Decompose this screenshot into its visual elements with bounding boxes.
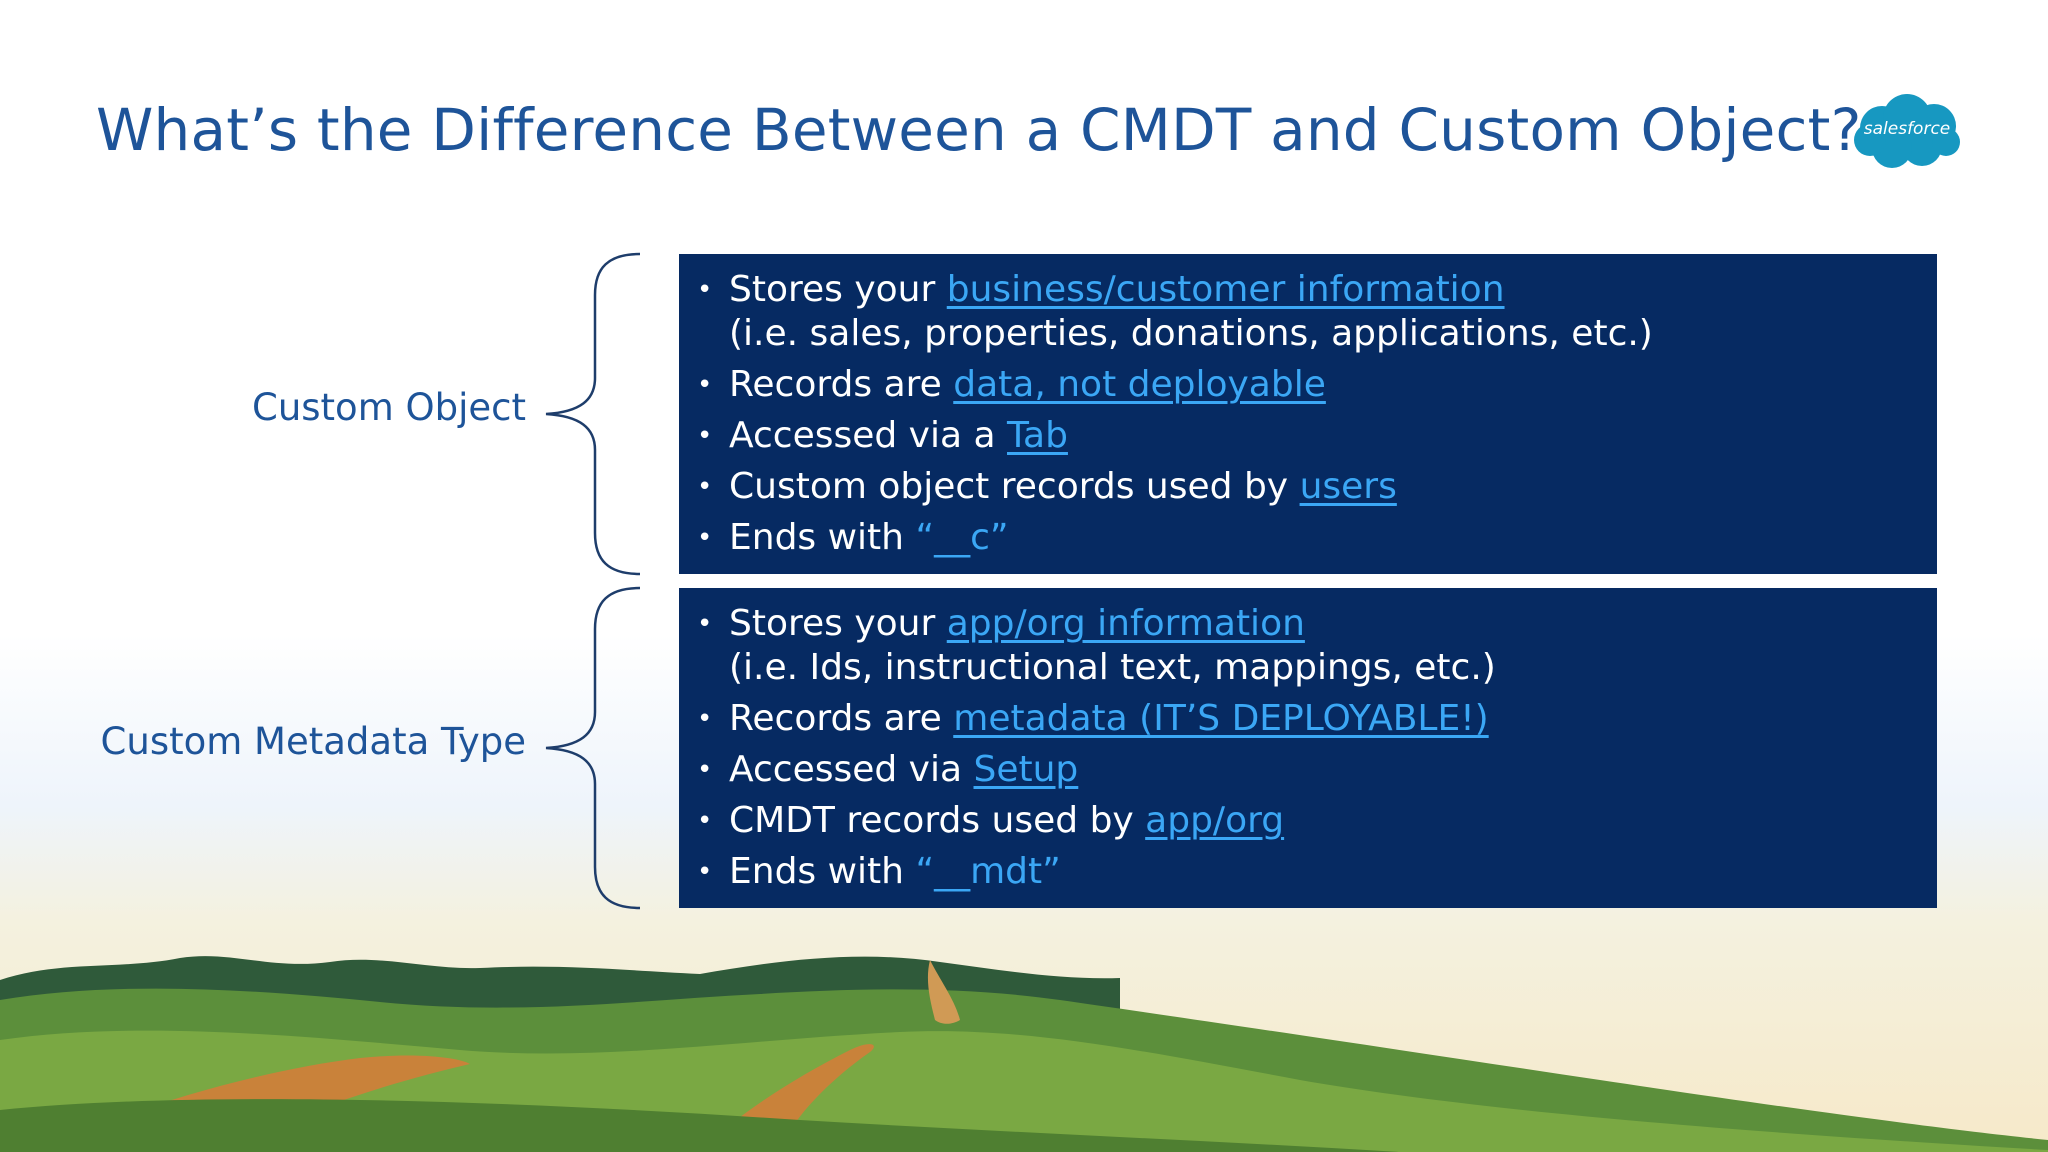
cloud-icon	[1854, 94, 1960, 168]
custom-object-label: Custom Object	[251, 386, 526, 429]
slide-title: What’s the Difference Between a CMDT and…	[96, 96, 1862, 164]
highlight-text: app/org	[1145, 800, 1285, 841]
list-item: CMDT records used by app/org	[689, 799, 1937, 843]
landscape-illustration	[0, 956, 2048, 1152]
list-item: Accessed via Setup	[689, 748, 1937, 792]
list-item: Custom object records used by users	[689, 465, 1937, 509]
highlight-text: Setup	[973, 749, 1079, 790]
list-item: Ends with “__mdt”	[689, 850, 1937, 894]
highlight-text: metadata (IT’S DEPLOYABLE!)	[953, 698, 1489, 739]
list-item: Stores your app/org information (i.e. Id…	[689, 602, 1937, 690]
list-item: Records are metadata (IT’S DEPLOYABLE!)	[689, 697, 1937, 741]
list-item: Records are data, not deployable	[689, 363, 1937, 407]
custom-metadata-type-label: Custom Metadata Type	[100, 720, 526, 763]
highlight-text: app/org information	[946, 603, 1305, 644]
brace-custom-object	[545, 252, 641, 576]
custom-object-panel: Stores your business/customer informatio…	[679, 254, 1937, 574]
highlight-text: users	[1299, 466, 1397, 507]
suffix-text: “__c”	[915, 517, 1009, 558]
bullet-subtext: (i.e. Ids, instructional text, mappings,…	[729, 647, 1496, 688]
list-item: Ends with “__c”	[689, 516, 1937, 560]
brace-custom-metadata-type	[545, 586, 641, 910]
bullet-subtext: (i.e. sales, properties, donations, appl…	[729, 313, 1653, 354]
list-item: Stores your business/customer informatio…	[689, 268, 1937, 356]
custom-metadata-type-panel: Stores your app/org information (i.e. Id…	[679, 588, 1937, 908]
logo-text: salesforce	[1863, 119, 1951, 139]
salesforce-logo: salesforce	[1852, 92, 1962, 170]
highlight-text: business/customer information	[946, 269, 1505, 310]
highlight-text: data, not deployable	[953, 364, 1326, 405]
highlight-text: Tab	[1007, 415, 1068, 456]
list-item: Accessed via a Tab	[689, 414, 1937, 458]
suffix-text: “__mdt”	[915, 851, 1061, 892]
